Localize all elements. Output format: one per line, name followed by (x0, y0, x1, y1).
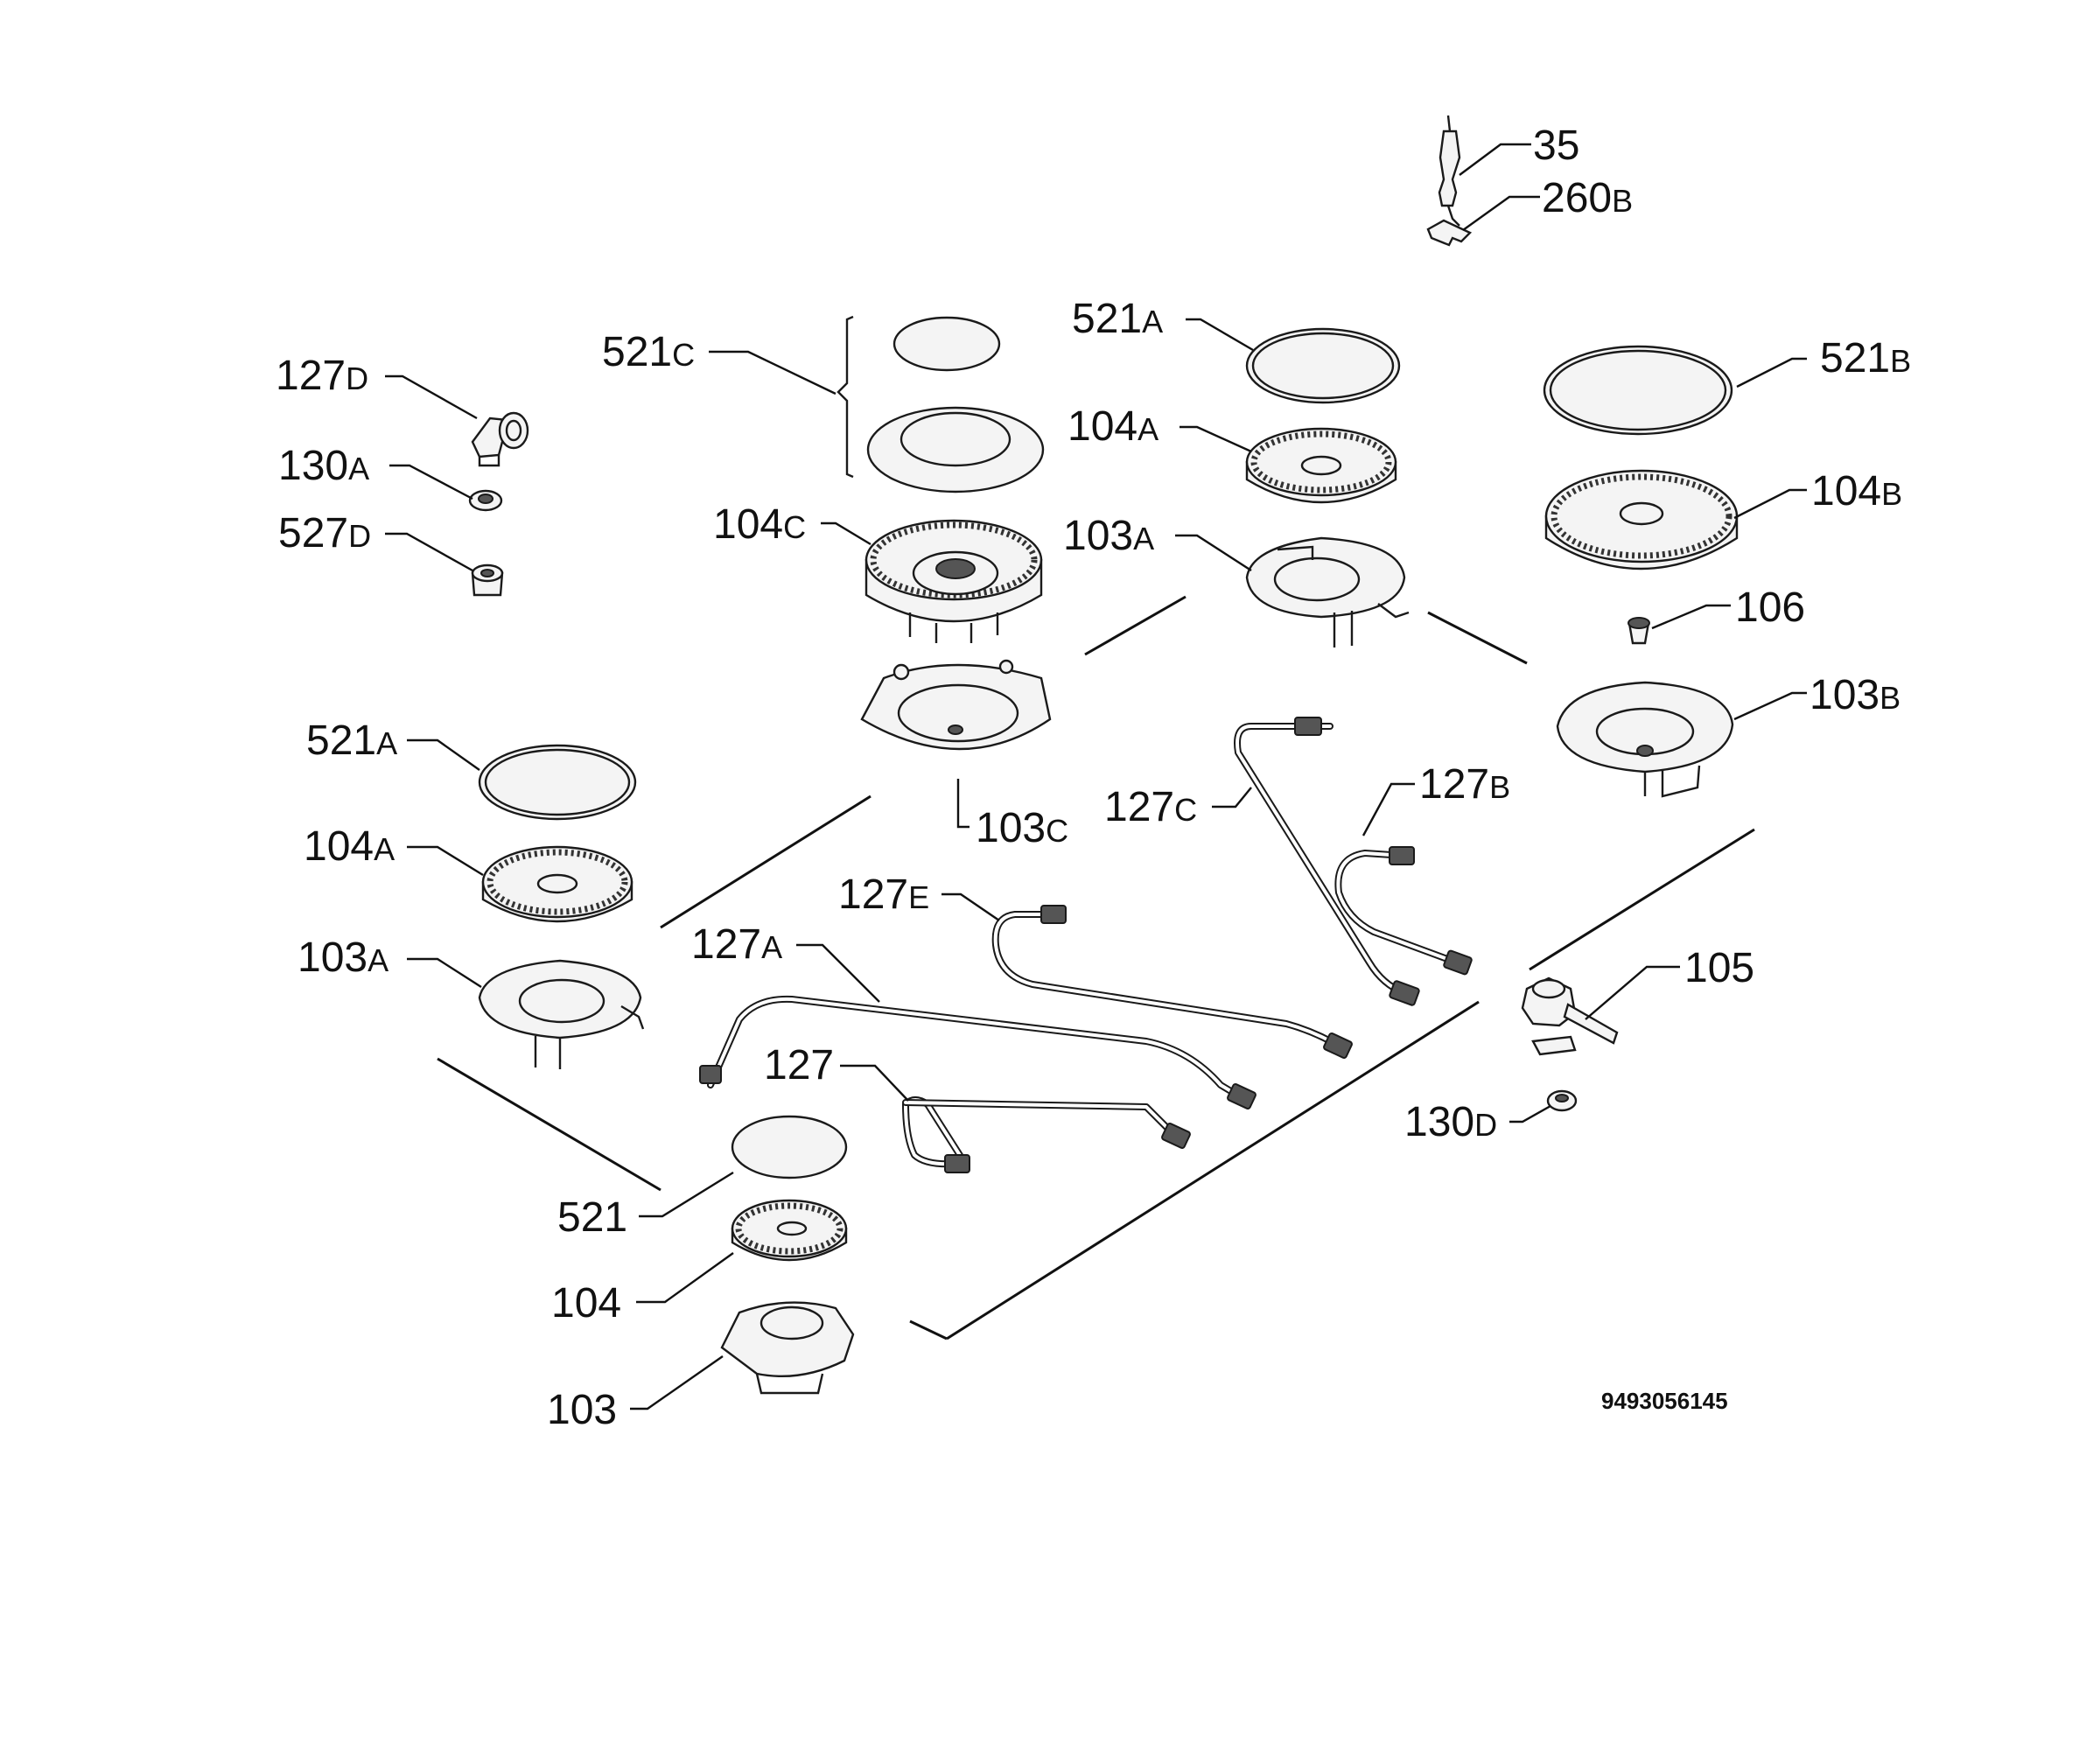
label-521a-top: 521A (1072, 296, 1163, 342)
cap-521a-left (478, 744, 637, 821)
cap-521b (1543, 345, 1733, 436)
burner-crown-104c (864, 519, 1043, 643)
cap-521a-top (1245, 327, 1401, 404)
burner-base-103a-left (478, 959, 645, 1069)
diagram-code: 9493056145 (1601, 1388, 1728, 1414)
washer-130d (1546, 1089, 1578, 1112)
cap-521 (731, 1115, 848, 1180)
elbow-fitting-127d (471, 411, 529, 467)
label-127c: 127C (1104, 784, 1197, 830)
label-521b: 521B (1820, 335, 1911, 382)
label-103a-left: 103A (298, 934, 388, 981)
label-103c: 103C (976, 805, 1068, 851)
gas-tube-127 (902, 1096, 1191, 1173)
leader-lines (385, 143, 1807, 1410)
label-106: 106 (1735, 584, 1805, 631)
label-104: 104 (551, 1280, 621, 1326)
label-127b: 127B (1419, 761, 1510, 808)
label-521c: 521C (602, 329, 695, 375)
burner-crown-104 (731, 1199, 848, 1262)
burner-base-103b (1556, 681, 1734, 798)
label-104a-top: 104A (1068, 403, 1158, 450)
label-130d: 130D (1404, 1099, 1497, 1145)
label-260b: 260B (1542, 175, 1633, 221)
label-105: 105 (1684, 945, 1754, 991)
label-521a-left: 521A (306, 718, 397, 764)
washer-130a (468, 489, 503, 512)
injector-106 (1628, 617, 1650, 645)
label-104a-left: 104A (304, 823, 395, 870)
part-labels: 35 260B 127D 130A 527D 521C 104C 103C 52… (276, 122, 1911, 1433)
gas-tube-127b (1334, 846, 1473, 976)
valve-105 (1521, 976, 1619, 1056)
label-127d: 127D (276, 353, 368, 399)
label-104b: 104B (1811, 468, 1902, 514)
label-130a: 130A (278, 443, 369, 489)
label-127e: 127E (838, 872, 929, 918)
burner-crown-104a-left (481, 845, 634, 923)
clip-260b (1426, 219, 1473, 247)
label-127: 127 (764, 1042, 834, 1088)
hob-frame-outline (437, 595, 1755, 1340)
burner-base-103 (720, 1301, 855, 1395)
label-127a: 127A (691, 921, 782, 968)
nut-527d (471, 564, 504, 597)
burner-crown-104b (1544, 469, 1739, 570)
label-103: 103 (547, 1387, 617, 1433)
burner-crown-104a-top (1245, 427, 1397, 504)
cap-set-521c (836, 315, 1045, 494)
label-104c: 104C (713, 501, 806, 548)
label-103b: 103B (1810, 672, 1900, 718)
burner-base-103a-top (1245, 536, 1410, 648)
label-103a-top: 103A (1063, 513, 1154, 559)
label-35: 35 (1533, 122, 1579, 169)
electrode-35 (1438, 115, 1461, 227)
gas-tube-127e (991, 905, 1353, 1059)
label-527d: 527D (278, 510, 371, 556)
gas-tube-127a (699, 995, 1256, 1110)
gas-tube-127c (1234, 717, 1420, 1006)
label-521: 521 (557, 1194, 627, 1241)
burner-base-103c (860, 659, 1052, 751)
